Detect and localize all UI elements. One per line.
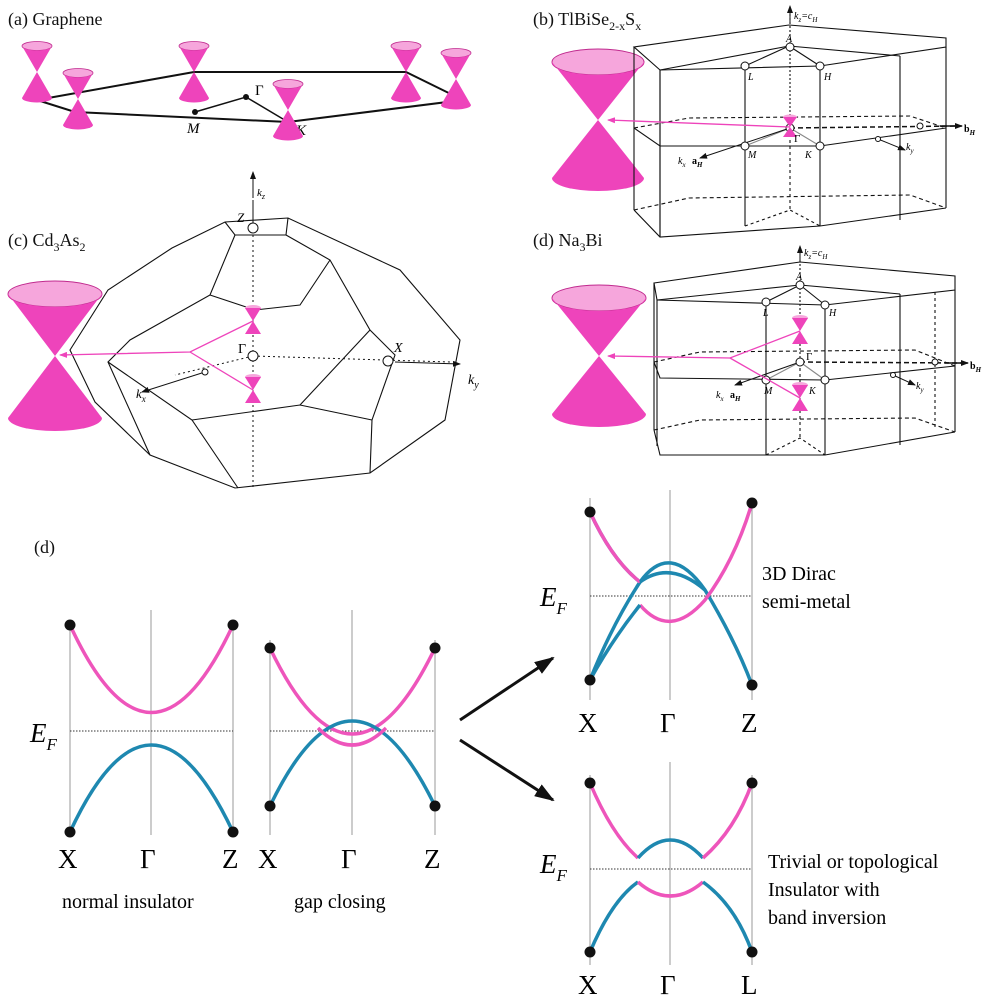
arrow-to-dirac [459, 656, 555, 722]
dirac-cone [272, 79, 304, 141]
caption-insulator-line2: Insulator with [768, 879, 880, 901]
band-panel-title: (d) [34, 537, 55, 558]
band-plot-dirac-semimetal: X Γ Z 3D Dirac semi-metal [578, 490, 851, 738]
panel-b-title: (b) TlBiSe2-xSx [533, 9, 641, 33]
b-K-label: K [804, 150, 813, 161]
tick-X: X [58, 844, 78, 874]
tick-X: X [578, 708, 598, 738]
caption-insulator-line1: Trivial or topological [768, 851, 939, 873]
panel-c-title: (c) Cd3As2 [8, 230, 86, 254]
d-aH-label: aH [730, 390, 741, 403]
band-plot-gap-closing: X Γ Z gap closing [258, 610, 441, 913]
d-gamma-label: Γ [806, 351, 812, 363]
b-M-label: M [747, 150, 757, 161]
ef-label-1: EF [29, 718, 58, 754]
d-bH-label: bH [970, 361, 982, 374]
b-kz-label: kz=cH [794, 11, 818, 24]
dirac-cone-lower-c [245, 374, 261, 403]
d-H-label: H [828, 308, 837, 319]
tick-gamma: Γ [140, 844, 156, 874]
tick-Z: Z [741, 708, 758, 738]
tick-L: L [741, 970, 758, 1000]
c-X-label: X [393, 341, 403, 356]
b-gamma-label: Γ [794, 133, 800, 145]
dirac-cones [21, 41, 472, 141]
ef-label-3: EF [539, 582, 568, 618]
arrow-to-insulator [459, 738, 555, 802]
b-aH-label: aH [692, 156, 703, 169]
panel-a-title: (a) Graphene [8, 9, 102, 30]
panel-a-graphene: (a) Graphene Γ M K [8, 9, 472, 141]
c-Z-label: Z [237, 210, 245, 225]
c-kx-label: kx [136, 386, 146, 404]
b-A-label: A [785, 34, 793, 45]
tick-X: X [258, 844, 278, 874]
b-kx-label: kx [678, 156, 686, 169]
panel-d-title: (d) Na3Bi [533, 230, 603, 254]
dirac-cone-lower-d [792, 382, 808, 411]
d-ky-label: ky [916, 381, 924, 394]
b-bH-label: bH [964, 124, 976, 137]
c-kz-label: kz [257, 187, 266, 201]
caption-normal-insulator: normal insulator [62, 891, 194, 913]
c-gamma-label: Γ [238, 342, 246, 357]
b-ky-label: ky [906, 142, 914, 155]
d-kz-label: kz=cH [804, 248, 828, 261]
panel-b-tlbise: (b) TlBiSe2-xSx [533, 5, 976, 238]
d-L-label: L [762, 308, 769, 319]
b-L-label: L [747, 72, 754, 83]
tick-gamma: Γ [660, 708, 676, 738]
dirac-cone [21, 41, 53, 103]
tick-Z: Z [424, 844, 441, 874]
d-M-label: M [763, 386, 773, 397]
tick-gamma: Γ [660, 970, 676, 1000]
d-A-label: A [795, 272, 803, 283]
dirac-cone-small-b [783, 114, 797, 137]
b-H-label: H [823, 72, 832, 83]
dirac-cone-upper-c [245, 305, 261, 334]
caption-insulator-line3: band inversion [768, 907, 886, 929]
graphene-M-label: M [186, 121, 201, 137]
dirac-cone-large-c [7, 280, 103, 431]
dirac-cone [178, 41, 210, 103]
dirac-cone-upper-d [792, 315, 808, 344]
c-ky-label: ky [468, 373, 479, 391]
dirac-cone [440, 48, 472, 110]
caption-dirac-line1: 3D Dirac [762, 563, 836, 585]
dirac-cone [62, 68, 94, 130]
d-kx-label: kx [716, 390, 724, 403]
d-K-label: K [808, 386, 817, 397]
dirac-cone-large [551, 48, 645, 191]
tick-Z: Z [222, 844, 239, 874]
tick-gamma: Γ [341, 844, 357, 874]
hex-prism-d [653, 258, 956, 456]
panel-c-cd3as2: (c) Cd3As2 [7, 171, 479, 489]
dirac-cone [390, 41, 422, 103]
ef-label-4: EF [539, 849, 568, 885]
panel-d-na3bi: (d) Na3Bi [533, 230, 982, 456]
band-plot-band-inversion: X Γ L Trivial or topological Insulator w… [578, 762, 939, 1000]
graphene-gamma-label: Γ [255, 83, 264, 99]
caption-dirac-line2: semi-metal [762, 591, 851, 613]
dirac-cone-large-d [551, 284, 647, 427]
caption-gap-closing: gap closing [294, 891, 386, 913]
bct-brillouin-zone [69, 217, 461, 489]
tick-X: X [578, 970, 598, 1000]
band-plot-normal-insulator: X Γ Z normal insulator [58, 610, 239, 913]
panel-band-schematics: (d) X Γ Z normal insulator EF [29, 490, 939, 1000]
